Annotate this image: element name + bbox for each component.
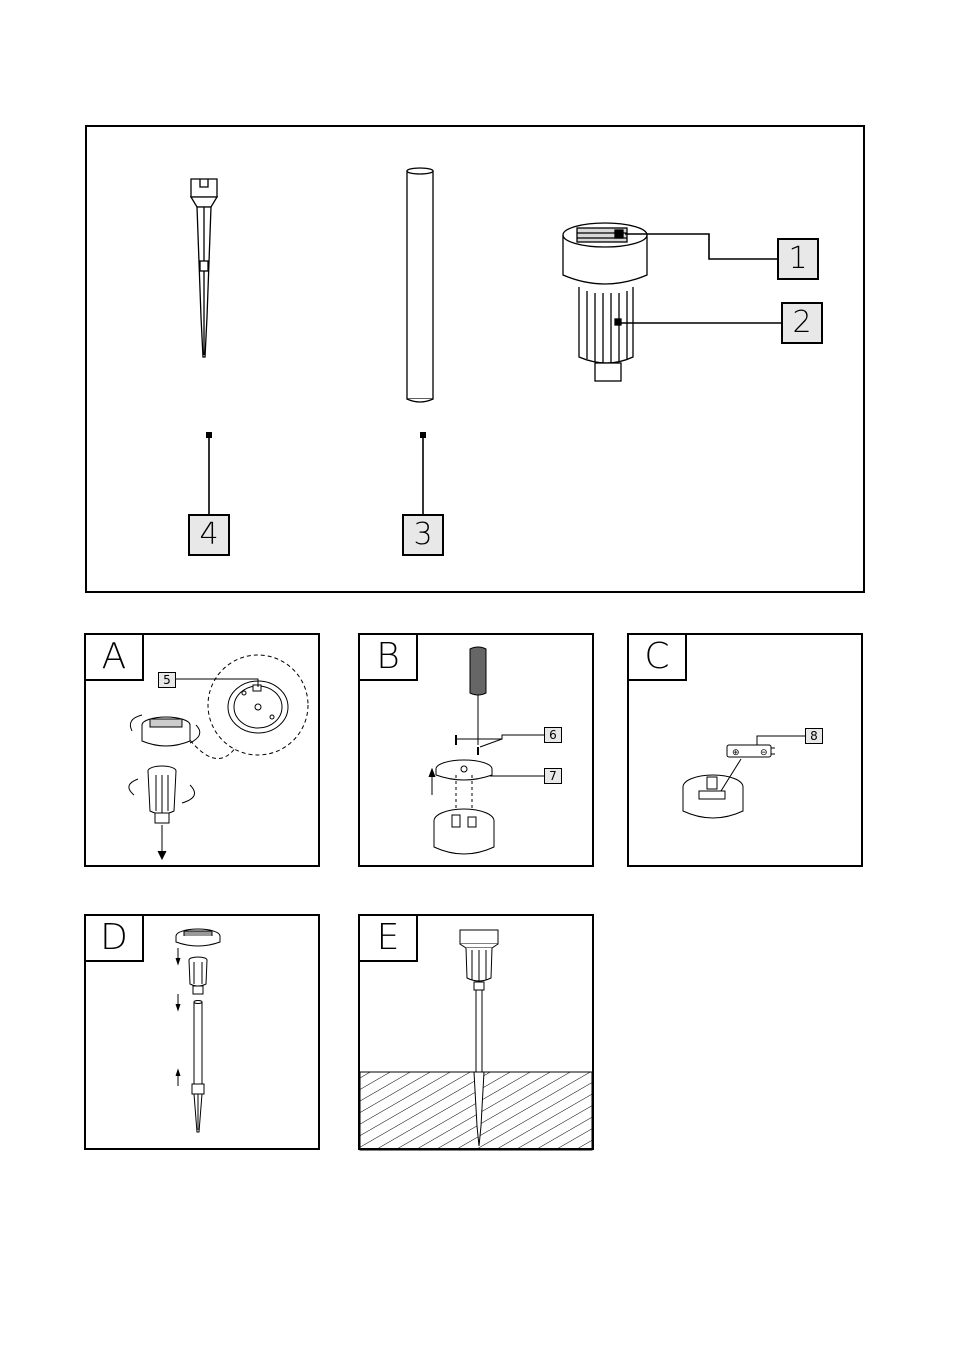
callout-7: 7 [544,768,562,784]
step-a-drawing [86,635,322,869]
callout-4: 4 [188,514,230,556]
step-b-drawing [360,635,596,869]
callout-6: 6 [544,727,562,743]
callout-1: 1 [777,238,819,280]
callout-5: 5 [158,672,176,688]
solar-light-head-icon [563,223,647,381]
step-e-drawing [360,916,596,1152]
step-d-drawing [86,916,322,1152]
callout-3: 3 [402,514,444,556]
step-a-panel: A 5 [84,633,320,867]
battery-plus-icon: ⊕ [732,748,740,758]
step-c-drawing: ⊕ ⊖ [629,635,865,869]
callout-2: 2 [781,302,823,344]
parts-overview-panel: 1 2 3 4 [85,125,865,593]
step-d-panel: D [84,914,320,1150]
step-e-panel: E [358,914,594,1150]
ground-spike-icon [191,179,217,357]
screwdriver-icon [470,647,486,695]
step-c-panel: C ⊕ ⊖ 8 [627,633,863,867]
tube-icon [407,168,433,402]
callout-8: 8 [805,728,823,744]
battery-minus-icon: ⊖ [760,748,768,758]
step-b-panel: B 6 [358,633,594,867]
